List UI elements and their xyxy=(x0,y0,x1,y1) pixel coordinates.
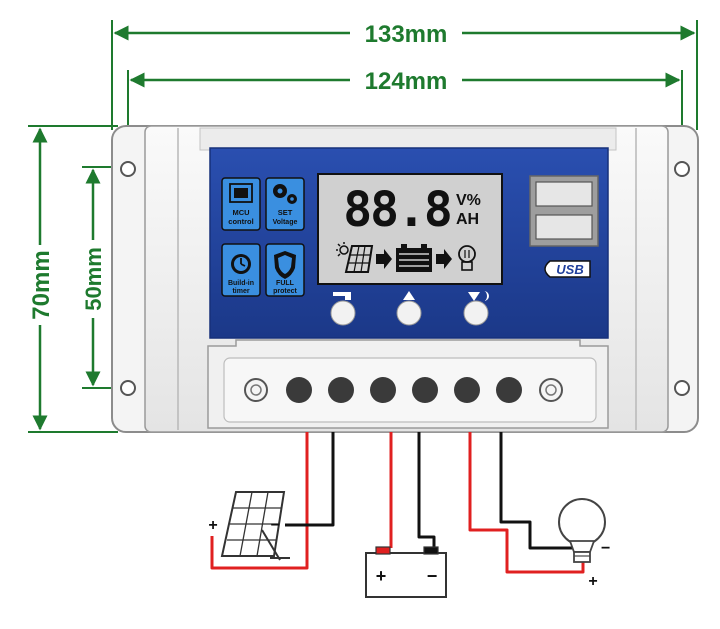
lcd-arrow-icon xyxy=(376,249,392,269)
half-moon-icon xyxy=(484,291,489,301)
set-label-line1: SET xyxy=(278,208,293,217)
solar-negative-sign: − xyxy=(271,517,280,534)
lcd-digits: 88.8 xyxy=(343,182,451,238)
usb-label: USB xyxy=(556,262,583,277)
terminal-block xyxy=(207,339,609,429)
solar-negative-wire xyxy=(285,432,335,527)
mounting-hole-bottom-left xyxy=(120,380,136,396)
lcd-bulb-icon xyxy=(458,245,476,271)
menu-button-group xyxy=(330,292,356,326)
timer-clock-icon: Build-in timer xyxy=(221,243,261,297)
load-negative-wire xyxy=(499,432,580,550)
load-positive-wire xyxy=(468,432,585,574)
dimension-124mm: 124mm xyxy=(127,68,683,150)
terminal-screw-solar-positive[interactable] xyxy=(286,377,312,403)
front-panel: MCU control SET Voltage Build-in timer xyxy=(209,147,609,339)
dimension-50mm-label: 50mm xyxy=(81,247,106,311)
down-arrow-icon xyxy=(468,292,480,301)
terminal-screw-battery-negative[interactable] xyxy=(412,377,438,403)
timer-label-line2: timer xyxy=(232,288,249,295)
lcd-solar-panel-icon xyxy=(344,245,374,273)
lcd-screen: 88.8 V% AH xyxy=(317,173,503,285)
dimension-70mm: 70mm xyxy=(28,125,118,433)
lcd-battery-icon xyxy=(396,244,432,272)
lcd-arrow-icon xyxy=(436,249,452,269)
protect-label-line1: FULL xyxy=(276,280,295,287)
lcd-unit-top: V% xyxy=(456,192,481,209)
usb-ports xyxy=(529,175,599,247)
terminal-screw-load-negative[interactable] xyxy=(496,377,522,403)
load-negative-sign: − xyxy=(601,540,610,557)
dimension-133mm: 133mm xyxy=(111,20,698,130)
dimension-124mm-label: 124mm xyxy=(365,68,448,95)
down-button-group xyxy=(463,291,489,326)
solar-positive-wire xyxy=(210,432,309,570)
battery-negative-wire xyxy=(417,432,436,548)
menu-symbol-icon xyxy=(333,292,351,300)
battery-negative-sign: − xyxy=(427,566,438,586)
mcu-label-line1: MCU xyxy=(232,208,249,217)
usb-logo-icon: USB xyxy=(544,260,591,278)
dimension-133mm-label: 133mm xyxy=(365,21,448,48)
terminal-end-screw-left xyxy=(244,378,268,402)
timer-label-line1: Build-in xyxy=(228,280,254,287)
mounting-hole-bottom-right xyxy=(674,380,690,396)
down-button[interactable] xyxy=(463,300,489,326)
up-button-group xyxy=(396,291,422,326)
solar-panel-icon xyxy=(220,491,290,561)
up-button[interactable] xyxy=(396,300,422,326)
up-arrow-icon xyxy=(403,291,415,300)
solar-positive-sign: + xyxy=(208,517,217,534)
mounting-hole-top-left xyxy=(120,161,136,177)
battery-positive-sign: + xyxy=(376,566,387,586)
set-voltage-gear-icon: SET Voltage xyxy=(265,177,305,231)
terminal-end-screw-right xyxy=(539,378,563,402)
light-bulb-icon xyxy=(558,498,606,563)
dimension-70mm-label: 70mm xyxy=(28,250,55,319)
wires xyxy=(210,432,585,574)
full-protect-shield-icon: FULL protect xyxy=(265,243,305,297)
mcu-control-icon: MCU control xyxy=(221,177,261,231)
battery-icon xyxy=(365,546,447,598)
load-positive-sign: + xyxy=(588,573,597,590)
mcu-label-line2: control xyxy=(228,217,253,226)
set-label-line2: Voltage xyxy=(273,219,298,226)
mounting-hole-top-right xyxy=(674,161,690,177)
terminal-screw-solar-negative[interactable] xyxy=(328,377,354,403)
terminal-screw-battery-positive[interactable] xyxy=(370,377,396,403)
terminal-screw-load-positive[interactable] xyxy=(454,377,480,403)
lcd-unit-bottom: AH xyxy=(456,211,479,228)
lcd-sun-icon xyxy=(336,242,349,257)
protect-label-line2: protect xyxy=(273,288,297,295)
menu-button[interactable] xyxy=(330,300,356,326)
